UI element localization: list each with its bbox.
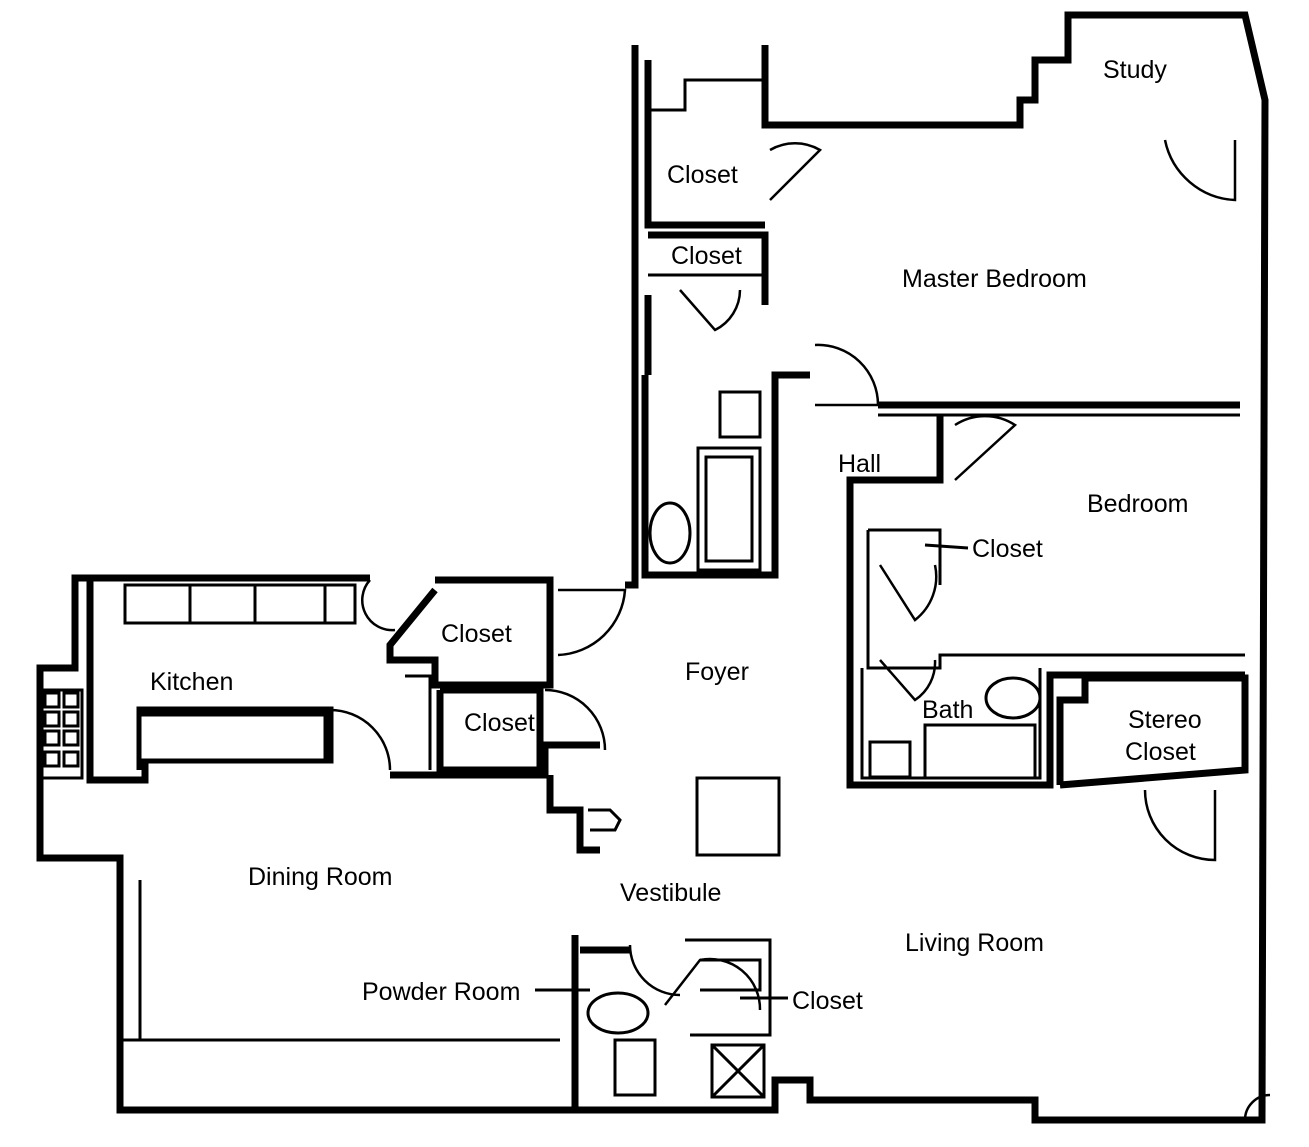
label-closet-2: Closet — [671, 242, 742, 270]
label-bedroom-closet: Closet — [972, 535, 1043, 563]
room-labels: Study Master Bedroom Closet Closet Hall … — [150, 56, 1202, 1015]
label-vestibule-closet: Closet — [792, 987, 863, 1015]
label-closet-3: Closet — [441, 620, 512, 648]
label-bath: Bath — [922, 696, 973, 724]
label-powder-room: Powder Room — [362, 978, 520, 1006]
label-kitchen: Kitchen — [150, 668, 233, 696]
label-stereo-closet-line1: Stereo — [1128, 706, 1202, 734]
label-closet-1: Closet — [667, 161, 738, 189]
door-swings — [329, 139, 1271, 1121]
label-master-bedroom: Master Bedroom — [902, 265, 1087, 293]
label-stereo-closet-line2: Closet — [1125, 738, 1196, 766]
exterior-walls — [36, 11, 1269, 1124]
interior-walls — [40, 60, 1249, 1110]
label-living-room: Living Room — [905, 929, 1044, 957]
label-study: Study — [1103, 56, 1167, 84]
label-hall: Hall — [838, 450, 881, 478]
leader-lines — [535, 543, 969, 1000]
label-vestibule: Vestibule — [620, 879, 721, 907]
label-closet-4: Closet — [464, 709, 535, 737]
label-foyer: Foyer — [685, 658, 749, 686]
label-dining-room: Dining Room — [248, 863, 393, 891]
label-bedroom: Bedroom — [1087, 490, 1188, 518]
